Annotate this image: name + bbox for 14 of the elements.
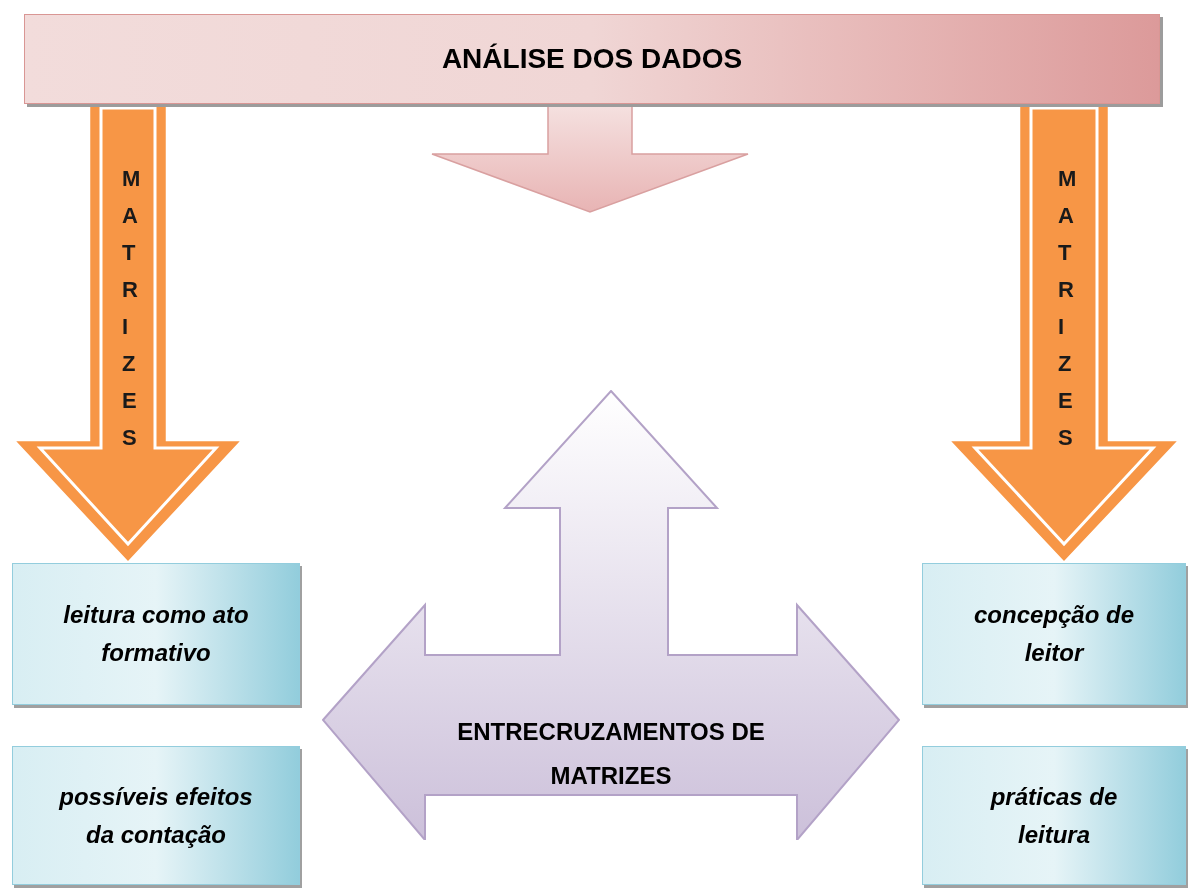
heading-text: ENTRECRUZAMENTOS DE MATRIZES: [456, 717, 766, 791]
three-way-arrow: [322, 390, 900, 840]
topic-text: leitura como ato formativo: [62, 600, 250, 668]
topic-box: [12, 746, 300, 885]
heading-text: ANÁLISE DOS DADOS: [441, 42, 743, 76]
topic-text: concepção de leitor: [972, 600, 1136, 668]
edge-label: MATRIZES: [121, 165, 139, 452]
topic-box: [922, 746, 1186, 885]
topic-text: práticas de leitura: [989, 781, 1119, 850]
topic-box: [12, 563, 300, 705]
header-banner: [24, 14, 1160, 104]
topic-box: [922, 563, 1186, 705]
edge-label: MATRIZES: [1057, 165, 1075, 452]
topic-text: possíveis efeitos da contação: [57, 781, 254, 850]
